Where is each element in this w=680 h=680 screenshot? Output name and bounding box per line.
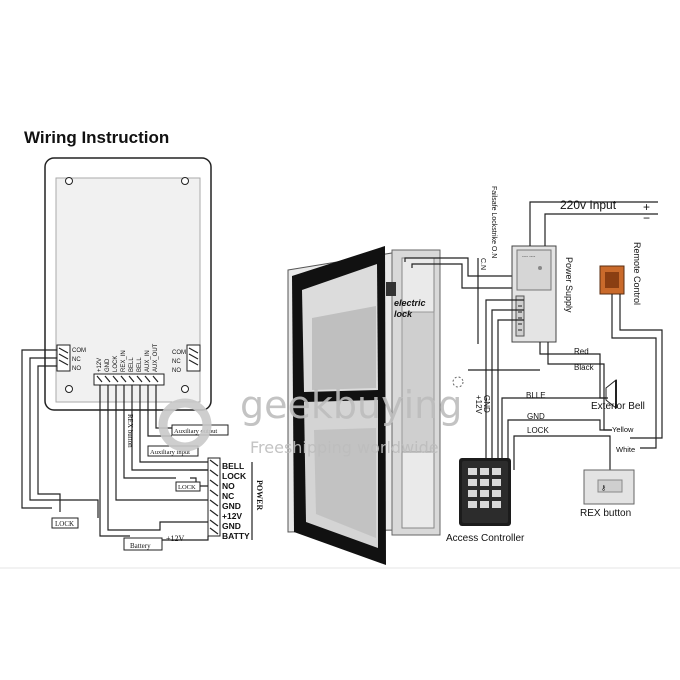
door-leaf <box>292 246 386 565</box>
cn-label: C.N <box>479 258 486 270</box>
power-terminal-block: BELL LOCK NO NC GND +12V GND BATTY POWER <box>207 457 264 541</box>
lock-box-bottom-label: LOCK <box>55 520 74 528</box>
right-term-nc: NC <box>172 359 181 365</box>
wire-label-red: Red <box>574 347 589 356</box>
electric-lock: electric lock <box>386 282 426 319</box>
power-term-label: NC <box>222 491 234 501</box>
power-term-label: GND <box>222 521 241 531</box>
door-sensor-icon <box>452 376 464 388</box>
pin-label: LOCK <box>113 356 119 372</box>
wire-label-gnd: GND <box>527 412 545 421</box>
rex-button-device-label: REX button <box>580 508 631 519</box>
power-supply-label: Power Supply <box>564 257 574 313</box>
power-term-label: +12V <box>222 511 242 521</box>
watermark: geekbuying Freeshipping worldwide <box>158 383 462 457</box>
pin-label: REX_IN <box>121 350 127 372</box>
mains-minus: − <box>643 211 650 225</box>
exterior-bell-label: Exterior Bell <box>591 401 645 412</box>
diagram-title: Wiring Instruction <box>24 128 169 147</box>
lock-box-mid-label: LOCK <box>178 484 196 491</box>
aux-input-label: Auxiliary input <box>150 449 190 456</box>
pin-label: BELL <box>129 357 135 372</box>
right-term-no: NO <box>172 368 181 374</box>
left-relay-terminal: COM NC NO <box>56 344 86 372</box>
pin-label: GND <box>105 358 111 372</box>
wire-label-12v: +12V <box>474 395 483 415</box>
watermark-brand: geekbuying <box>240 383 462 427</box>
wire-label-yellow: Yellow <box>612 425 634 434</box>
battery-label: Battery <box>130 542 151 550</box>
aux-output-label: Auxiliary output <box>174 428 217 435</box>
lock-box-mid <box>175 481 201 492</box>
lock-wires <box>404 257 512 289</box>
electric-lock-label-1: electric <box>394 298 426 308</box>
wire-label-black: Black <box>574 363 595 372</box>
remote-control: Remote Control <box>599 242 663 449</box>
right-relay-terminal: COM NC NO <box>172 344 201 374</box>
access-controller-label: Access Controller <box>446 533 525 544</box>
pin-label: AUX_OUT <box>153 343 159 372</box>
wire-label-lock: LOCK <box>527 426 549 435</box>
svg-text:---- ----: ---- ---- <box>522 254 536 259</box>
mains-input: 220v Input + − <box>529 198 658 246</box>
watermark-tagline: Freeshipping worldwide <box>250 438 439 457</box>
wire-label-gnd2: GND <box>482 395 491 413</box>
mains-input-label: 220v Input <box>560 198 617 212</box>
power-term-label: GND <box>222 501 241 511</box>
power-term-label: NO <box>222 481 235 491</box>
power-supply: ---- ---- Power Supply <box>511 245 574 343</box>
pin-label: +12V <box>97 358 103 372</box>
access-controller: Access Controller <box>446 458 525 544</box>
board-screws <box>65 177 189 393</box>
battery-voltage: +12V <box>166 534 185 543</box>
failsafe-label: Failsafe Lockstrike O.N <box>490 186 497 258</box>
pin-wires <box>99 385 210 537</box>
lock-box-bottom <box>51 517 79 529</box>
right-term-com: COM <box>172 350 186 356</box>
left-term-com: COM <box>72 348 86 354</box>
power-term-label: BELL <box>222 461 244 471</box>
bottom-pin-labels: +12V GND LOCK REX_IN BELL BELL AUX_IN AU… <box>97 343 159 372</box>
pin-label: BELL <box>137 357 143 372</box>
svg-text:⚷: ⚷ <box>601 485 606 492</box>
controller-board: COM NC NO COM NC NO +12V GND LOCK REX_IN… <box>44 157 212 411</box>
remote-control-label: Remote Control <box>632 242 642 305</box>
bottom-terminal-strip <box>93 373 165 386</box>
mains-plus: + <box>643 200 650 214</box>
left-term-no: NO <box>72 366 81 372</box>
power-term-label: LOCK <box>222 471 247 481</box>
electric-lock-label-2: lock <box>394 309 413 319</box>
wire-label-white: White <box>616 445 635 454</box>
pin-label: AUX_IN <box>145 350 151 372</box>
battery: Battery +12V <box>123 534 209 551</box>
left-term-nc: NC <box>72 357 81 363</box>
controller-wires <box>501 397 612 472</box>
exterior-bell: Exterior Bell <box>591 378 645 412</box>
power-side-label: POWER <box>255 480 264 510</box>
wire-label-blle: BLLE <box>526 391 546 400</box>
rex-button: ⚷ REX button <box>580 469 635 519</box>
rex-button-label: REX button <box>126 414 134 448</box>
power-term-label: BATTY <box>222 531 250 541</box>
left-lock-wires <box>21 349 99 518</box>
